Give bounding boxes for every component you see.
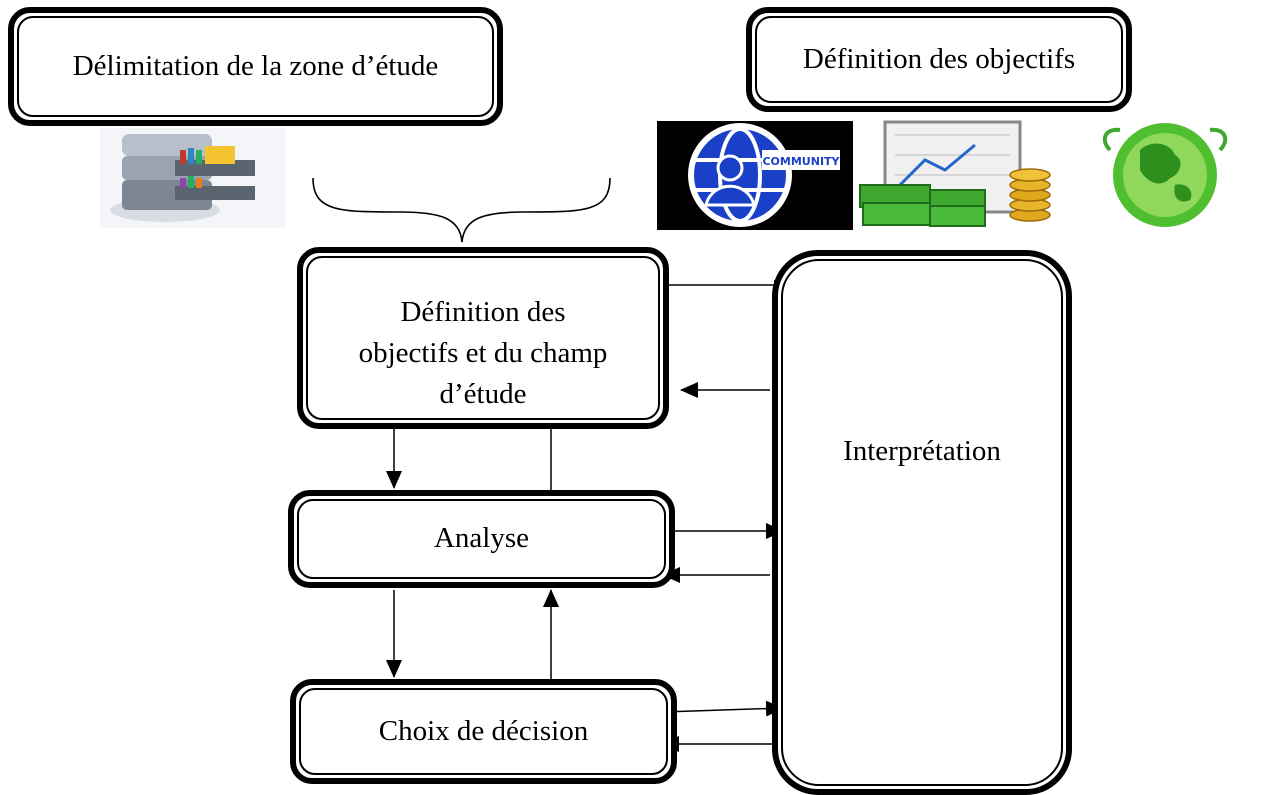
interpretation-box: Interprétation bbox=[772, 250, 1072, 795]
interpretation-label: Interprétation bbox=[843, 435, 1001, 467]
scope-definition-line-2: objectifs et du champ bbox=[358, 337, 608, 370]
analysis-label: Analyse bbox=[433, 522, 530, 555]
decision-choice-label: Choix de décision bbox=[378, 714, 589, 747]
arrow-choix-to-interp bbox=[662, 700, 784, 717]
scope-definition-line-3: d’étude bbox=[439, 378, 527, 411]
zone-delimitation-box: Délimitation de la zone d’étude bbox=[8, 7, 503, 126]
database-archive-icon bbox=[100, 128, 285, 228]
green-earth-icon bbox=[1057, 119, 1275, 231]
objectives-definition-box: Définition des objectifs bbox=[746, 7, 1132, 112]
finance-chart-money-icon bbox=[857, 119, 1054, 229]
community-globe-icon: COMMUNITY bbox=[657, 121, 853, 230]
objectives-definition-label: Définition des objectifs bbox=[802, 42, 1076, 75]
analysis-box: Analyse bbox=[288, 490, 675, 588]
zone-delimitation-label: Délimitation de la zone d’étude bbox=[72, 49, 439, 82]
community-label: COMMUNITY bbox=[762, 155, 840, 168]
scope-definition-line-1: Définition des bbox=[400, 296, 566, 328]
decision-choice-box: Choix de décision bbox=[290, 679, 677, 784]
curly-brace bbox=[312, 177, 611, 243]
scope-definition-box: Définition des objectifs et du champ d’é… bbox=[297, 247, 669, 429]
